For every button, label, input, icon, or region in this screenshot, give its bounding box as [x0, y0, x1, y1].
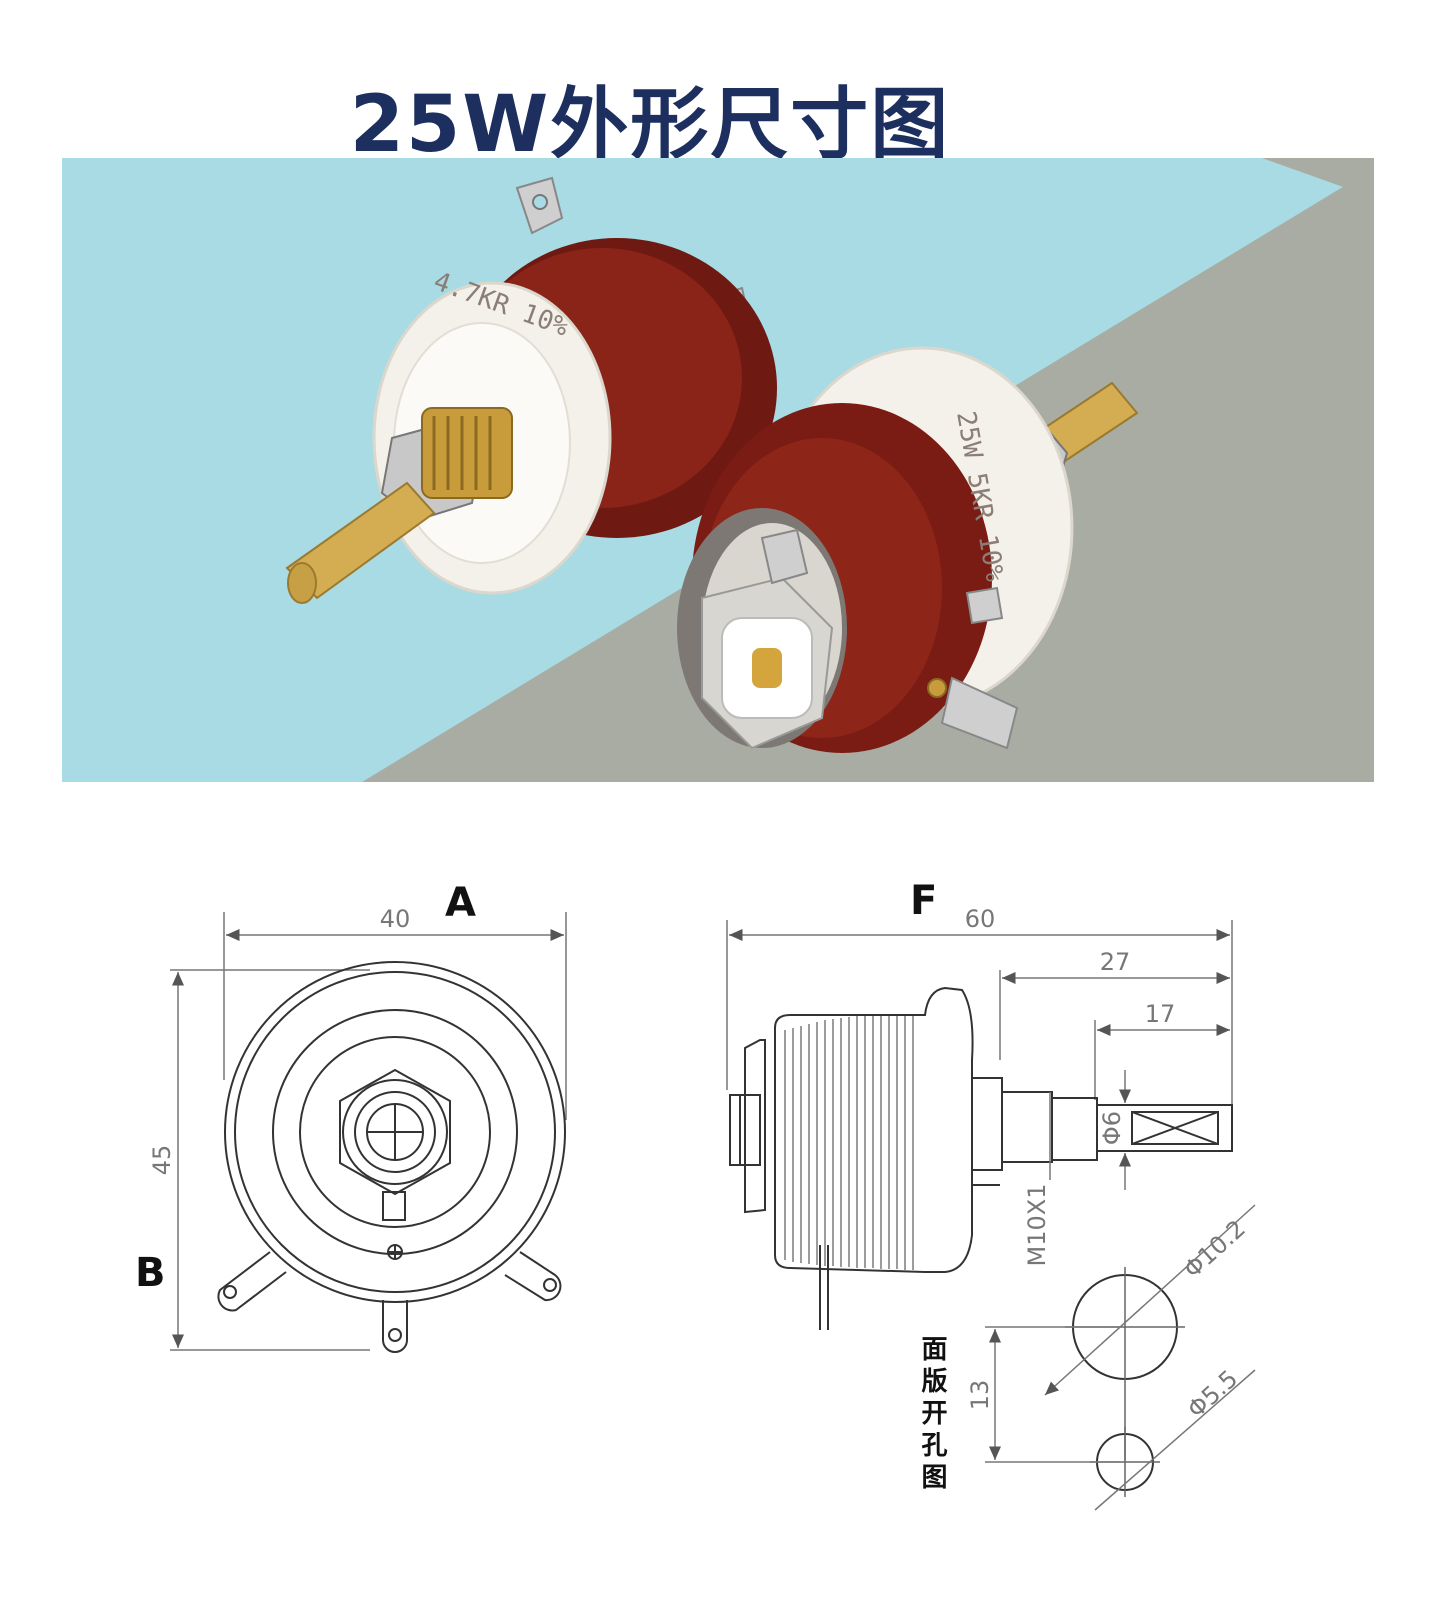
- rheostat-right: 25W 5KR 10%: [677, 346, 1139, 753]
- panel-cutout: [985, 1204, 1256, 1511]
- side-view-label: F: [910, 878, 938, 924]
- cutout-label: 面版开孔图: [917, 1335, 947, 1495]
- side-shaft-total-dim: 27: [1100, 948, 1131, 976]
- side-overall-dim: 60: [965, 905, 996, 933]
- cutout-spacing-dim: 13: [966, 1380, 994, 1411]
- side-view: [726, 920, 1233, 1330]
- front-height-dim: 45: [148, 1145, 176, 1176]
- front-width-dim: 40: [380, 905, 411, 933]
- front-view: [170, 912, 567, 1353]
- side-shaft-flat-dim: 17: [1145, 1000, 1176, 1028]
- page-title: 25W外形尺寸图: [349, 80, 951, 170]
- front-side-label: B: [135, 1250, 166, 1296]
- front-view-label: A: [445, 880, 476, 926]
- side-shaft-dia-dim: Φ6: [1098, 1111, 1126, 1145]
- rheostat-left: 4.7KR 10%: [285, 176, 777, 604]
- product-photo: 4.7KR 10% 25W 5KR 10%: [62, 158, 1374, 782]
- cutout-large-dim: Φ10.2: [1178, 1214, 1250, 1283]
- cutout-small-dim: Φ5.5: [1182, 1365, 1243, 1424]
- side-thread-dim: M10X1: [1023, 1184, 1051, 1267]
- dimension-drawing: 40 45: [148, 905, 1256, 1511]
